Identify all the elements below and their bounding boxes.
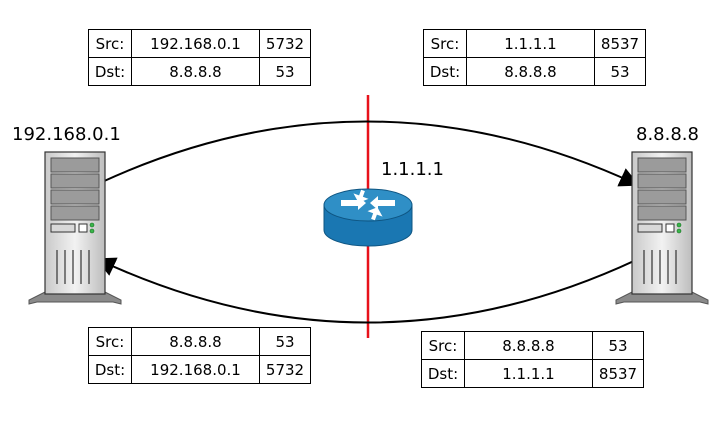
dst-port: 5732 — [259, 355, 311, 384]
src-port: 53 — [259, 327, 311, 356]
src-row: Src: 192.168.0.1 5732 — [88, 29, 311, 58]
src-key: Src: — [421, 331, 465, 360]
packet-header-table: Src: 8.8.8.8 53 Dst: 192.168.0.1 5732 — [88, 327, 311, 384]
src-ip: 1.1.1.1 — [466, 29, 595, 58]
dst-key: Dst: — [88, 57, 132, 86]
src-port: 5732 — [259, 29, 311, 58]
src-row: Src: 1.1.1.1 8537 — [423, 29, 646, 58]
dst-port: 8537 — [592, 359, 644, 388]
dst-ip: 8.8.8.8 — [131, 57, 260, 86]
src-key: Src: — [423, 29, 467, 58]
dst-row: Dst: 8.8.8.8 53 — [88, 57, 311, 86]
left-host-label: 192.168.0.1 — [12, 124, 121, 145]
dst-row: Dst: 1.1.1.1 8537 — [421, 359, 644, 388]
dst-row: Dst: 8.8.8.8 53 — [423, 57, 646, 86]
dst-key: Dst: — [421, 359, 465, 388]
packet-header-table: Src: 192.168.0.1 5732 Dst: 8.8.8.8 53 — [88, 29, 311, 86]
response-arrow — [95, 257, 637, 324]
dst-ip: 192.168.0.1 — [131, 355, 260, 384]
src-port: 8537 — [594, 29, 646, 58]
router-label: 1.1.1.1 — [381, 159, 444, 180]
src-ip: 8.8.8.8 — [464, 331, 593, 360]
src-row: Src: 8.8.8.8 53 — [88, 327, 311, 356]
server-tower-icon — [615, 151, 709, 305]
dst-port: 53 — [594, 57, 646, 86]
src-key: Src: — [88, 327, 132, 356]
packet-header-table: Src: 8.8.8.8 53 Dst: 1.1.1.1 8537 — [421, 331, 644, 388]
router-icon — [323, 188, 413, 247]
dst-ip: 8.8.8.8 — [466, 57, 595, 86]
dst-port: 53 — [259, 57, 311, 86]
src-row: Src: 8.8.8.8 53 — [421, 331, 644, 360]
dst-ip: 1.1.1.1 — [464, 359, 593, 388]
src-ip: 192.168.0.1 — [131, 29, 260, 58]
dst-row: Dst: 192.168.0.1 5732 — [88, 355, 311, 384]
src-port: 53 — [592, 331, 644, 360]
src-ip: 8.8.8.8 — [131, 327, 260, 356]
src-key: Src: — [88, 29, 132, 58]
dst-key: Dst: — [423, 57, 467, 86]
packet-header-table: Src: 1.1.1.1 8537 Dst: 8.8.8.8 53 — [423, 29, 646, 86]
server-tower-icon — [28, 151, 122, 305]
dst-key: Dst: — [88, 355, 132, 384]
right-host-label: 8.8.8.8 — [636, 124, 699, 145]
request-arrow — [101, 120, 640, 187]
